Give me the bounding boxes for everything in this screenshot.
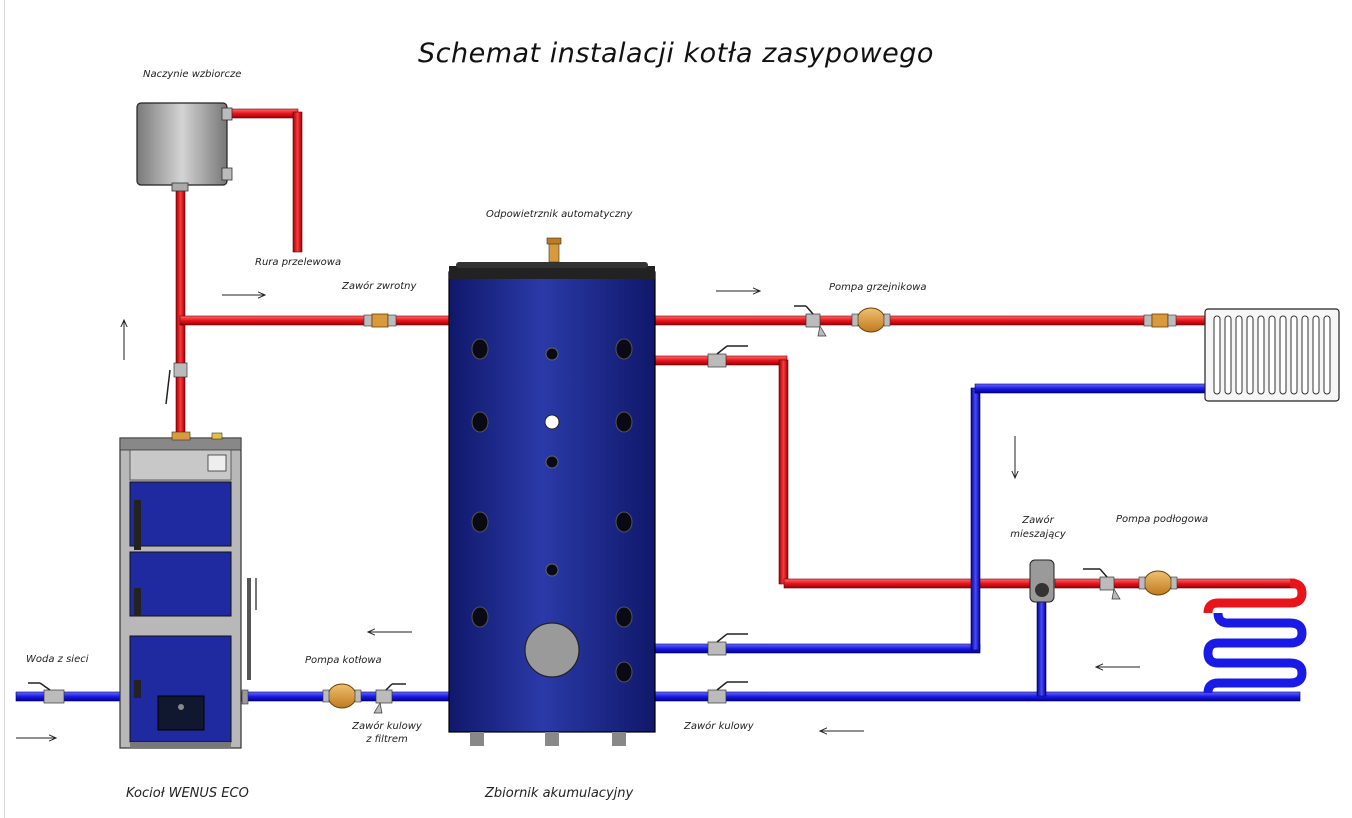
radiator-fin [1224,315,1232,395]
check-valve-radiator [1143,313,1177,328]
radiator-fins [1213,315,1331,395]
label-floor-pump: Pompa podłogowa [1116,514,1209,525]
label-buffer-tank: Zbiornik akumulacyjny [485,786,634,801]
label-radiator-pump: Pompa grzejnikowa [829,282,927,293]
ball-valve-tank-upper [707,345,748,368]
radiator-pump [851,307,891,333]
tank-port [615,411,633,433]
tank-port [615,338,633,360]
label-ball-valve: Zawór kulowy [684,721,754,732]
tank-port [471,338,489,360]
page-frame-edge [4,0,5,818]
boiler [119,431,257,749]
ball-valve-tank-bottom [707,681,748,704]
label-expansion-vessel: Naczynie wzbiorcze [143,69,242,80]
radiator-fin [1246,315,1254,395]
diagram-title: Schemat instalacji kotła zasypowego [418,38,934,69]
radiator-fin [1312,315,1320,395]
label-mixing-valve-2: mieszający [1010,529,1066,540]
label-auto-air-vent: Odpowietrznik automatyczny [486,209,633,220]
tank-port [615,511,633,533]
tank-port [615,606,633,628]
label-ball-valve-filter-1: Zawór kulowy [352,721,422,732]
expansion-vessel [136,102,233,192]
radiator-fin [1279,315,1287,395]
ball-valve-filter [373,683,406,714]
tank-sensor-port [545,455,559,469]
tank-sensor-port [545,347,559,361]
boiler-pump [322,683,362,709]
tank-port [471,411,489,433]
label-boiler-pump: Pompa kotłowa [305,655,382,666]
ball-valve-floor-pump [1083,568,1121,600]
radiator-fin [1268,315,1276,395]
tank-ports [471,338,633,683]
label-mains-water: Woda z sieci [26,654,89,665]
flow-arrows [16,291,1140,738]
radiator-fin [1235,315,1243,395]
radiator-fin [1301,315,1309,395]
tank-port [471,511,489,533]
check-valve-boiler [363,313,397,328]
ball-valve-boiler-riser [165,362,188,405]
hot-pipes [175,108,1307,614]
label-overflow-pipe: Rura przelewowa [255,257,342,268]
mixing-valve [1029,559,1055,603]
floor-pump [1138,570,1178,596]
ball-valve-mains [28,682,65,704]
label-boiler: Kocioł WENUS ECO [126,786,249,801]
label-ball-valve-filter-2: z filtrem [366,734,408,745]
radiator-fin [1257,315,1265,395]
radiator-fin [1213,315,1221,395]
radiator-fin [1323,315,1331,395]
label-mixing-valve-1: Zawór [1022,515,1054,526]
tank-port [615,661,633,683]
label-check-valve: Zawór zwrotny [342,281,417,292]
tank-port [471,606,489,628]
radiator-fin [1290,315,1298,395]
ball-valve-tank-lower [707,633,748,656]
ball-valve-radiator-pump [794,305,827,337]
tank-sensor-port [545,563,559,577]
